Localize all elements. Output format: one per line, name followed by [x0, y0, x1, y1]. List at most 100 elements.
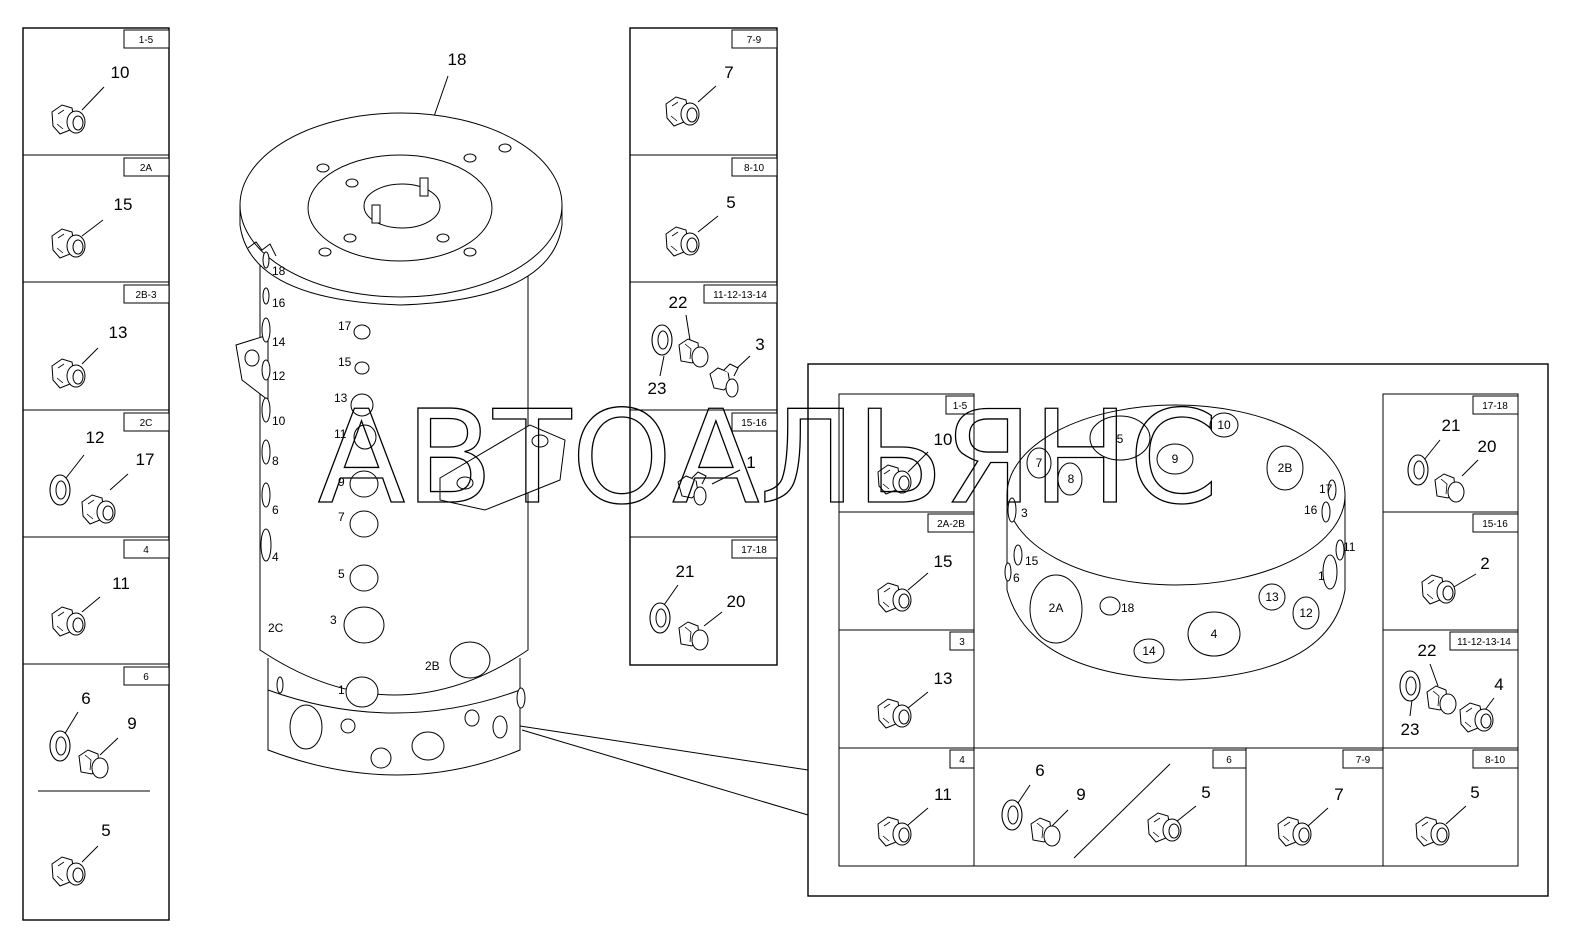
ring-port-label: 16: [1304, 503, 1318, 517]
cell-tag: 15-16: [741, 418, 767, 429]
callout-number: 21: [676, 562, 695, 581]
left-cell-6: 6 6 9 5: [49, 666, 170, 887]
middle-cell-3: 11-12-13-14 22 3 23: [648, 284, 778, 398]
rotary-joint-body: 18: [235, 50, 566, 776]
port-label: 17: [338, 319, 352, 333]
washer-icon: [649, 602, 671, 634]
cell-tag: 2A-2B: [937, 519, 965, 530]
port-label: 12: [272, 369, 286, 383]
callout-number: 5: [1201, 783, 1210, 802]
callout-number: 5: [726, 193, 735, 212]
callout-number: 21: [1442, 416, 1461, 435]
callout-number: 13: [934, 669, 953, 688]
port-label: 3: [330, 613, 337, 627]
fitting-icon: [1421, 574, 1456, 605]
fitting-icon: [877, 816, 912, 847]
fitting-icon: [665, 96, 700, 127]
callout-number: 12: [86, 428, 105, 447]
detail-bottom-cell-4: 8-10 5: [1415, 749, 1519, 847]
callout-number: 23: [648, 379, 667, 398]
detail-left-cell-3: 3 13: [877, 631, 975, 729]
fitting-icon: [51, 856, 86, 887]
cell-tag: 6: [143, 672, 149, 683]
fitting-icon: [1459, 702, 1494, 733]
cell-tag: 6: [1226, 755, 1232, 766]
detail-right-cell-3: 11-12-13-14 22 4 23: [1399, 631, 1519, 739]
port-label: 7: [338, 510, 345, 524]
left-column: 1-5 10 2A 15 2B-3 13 2C 12 17: [22, 27, 170, 921]
fitting-icon: [1415, 816, 1450, 847]
cell-tag: 1-5: [139, 35, 154, 46]
callout-number: 10: [111, 63, 130, 82]
fitting-icon: [665, 226, 700, 257]
ring-port-label: 3: [1021, 506, 1028, 520]
callout-number: 22: [669, 293, 688, 312]
fitting-icon: [81, 494, 116, 525]
fitting-icon: [877, 582, 912, 613]
port-label: 16: [272, 296, 286, 310]
detail-bottom-cell-3: 7-9 7: [1277, 749, 1384, 847]
fitting-icon: [1277, 816, 1312, 847]
callout-number: 11: [934, 785, 952, 804]
cell-tag: 8-10: [744, 163, 764, 174]
callout-number: 13: [109, 323, 128, 342]
ring-port-label: 8: [1068, 472, 1075, 486]
cell-tag: 1-5: [953, 401, 968, 412]
ring-port-label: 4: [1211, 627, 1218, 641]
cell-tag: 4: [959, 755, 965, 766]
left-cell-1: 1-5 10: [51, 29, 170, 135]
plug-icon: [1434, 473, 1465, 503]
callout-number: 15: [934, 552, 953, 571]
cell-tag: 2A: [140, 163, 153, 174]
callout-number: 17: [136, 450, 155, 469]
fitting-icon: [877, 698, 912, 729]
cell-tag: 15-16: [1482, 519, 1508, 530]
ring-port-label: 13: [1265, 590, 1279, 604]
fitting-icon: [51, 358, 86, 389]
ring-port-label: 7: [1036, 456, 1043, 470]
callout-number: 9: [1076, 785, 1085, 804]
detail-view: 5 10 7 8 9 2B 17 16 3 15 6 11 1 2A 18 13…: [807, 363, 1549, 897]
plug-icon: [678, 338, 709, 368]
cell-tag: 7-9: [747, 35, 762, 46]
washer-icon: [49, 474, 71, 506]
ring-port-label: 9: [1172, 452, 1179, 466]
ring-port-label: 17: [1319, 482, 1333, 496]
callout-number: 6: [81, 689, 90, 708]
cell-tag: 11-12-13-14: [713, 290, 767, 301]
plug-icon: [1426, 685, 1457, 715]
fitting-icon: [1147, 812, 1182, 843]
port-label: 18: [272, 264, 286, 278]
ring-port-label: 2B: [1278, 461, 1293, 475]
middle-cell-4: 15-16 1: [677, 412, 778, 506]
washer-icon: [651, 324, 673, 356]
ring-port-label: 18: [1121, 601, 1135, 615]
cell-tag: 4: [143, 545, 149, 556]
washer-icon: [1399, 670, 1421, 702]
distributor-ring: 5 10 7 8 9 2B 17 16 3 15 6 11 1 2A 18 13…: [1004, 404, 1356, 681]
port-label: 5: [338, 567, 345, 581]
cell-tag: 17-18: [741, 545, 767, 556]
fitting-icon: [51, 606, 86, 637]
detail-left-cell-1: 1-5 10: [877, 395, 975, 495]
port-label: 10: [272, 414, 286, 428]
cell-tag: 2B-3: [135, 290, 157, 301]
callout-number: 5: [1470, 783, 1479, 802]
ring-port-label: 14: [1142, 644, 1156, 658]
ring-port-label: 2A: [1049, 601, 1064, 615]
ring-port-label: 5: [1117, 432, 1124, 446]
plug-icon: [678, 621, 709, 651]
callout-number: 23: [1401, 720, 1420, 739]
cell-tag: 2C: [140, 418, 153, 429]
port-label: 15: [338, 355, 352, 369]
callout-number: 20: [1478, 437, 1497, 456]
callout-number: 7: [1334, 785, 1343, 804]
callout-number: 4: [1494, 675, 1503, 694]
callout-number: 11: [112, 574, 130, 593]
callout-number: 20: [727, 592, 746, 611]
washer-icon: [1001, 799, 1023, 831]
callout-number: 3: [755, 335, 764, 354]
detail-bottom-cell-1: 4 11: [877, 749, 975, 847]
detail-bottom-cell-2: 6 6 9 5: [1001, 749, 1247, 859]
